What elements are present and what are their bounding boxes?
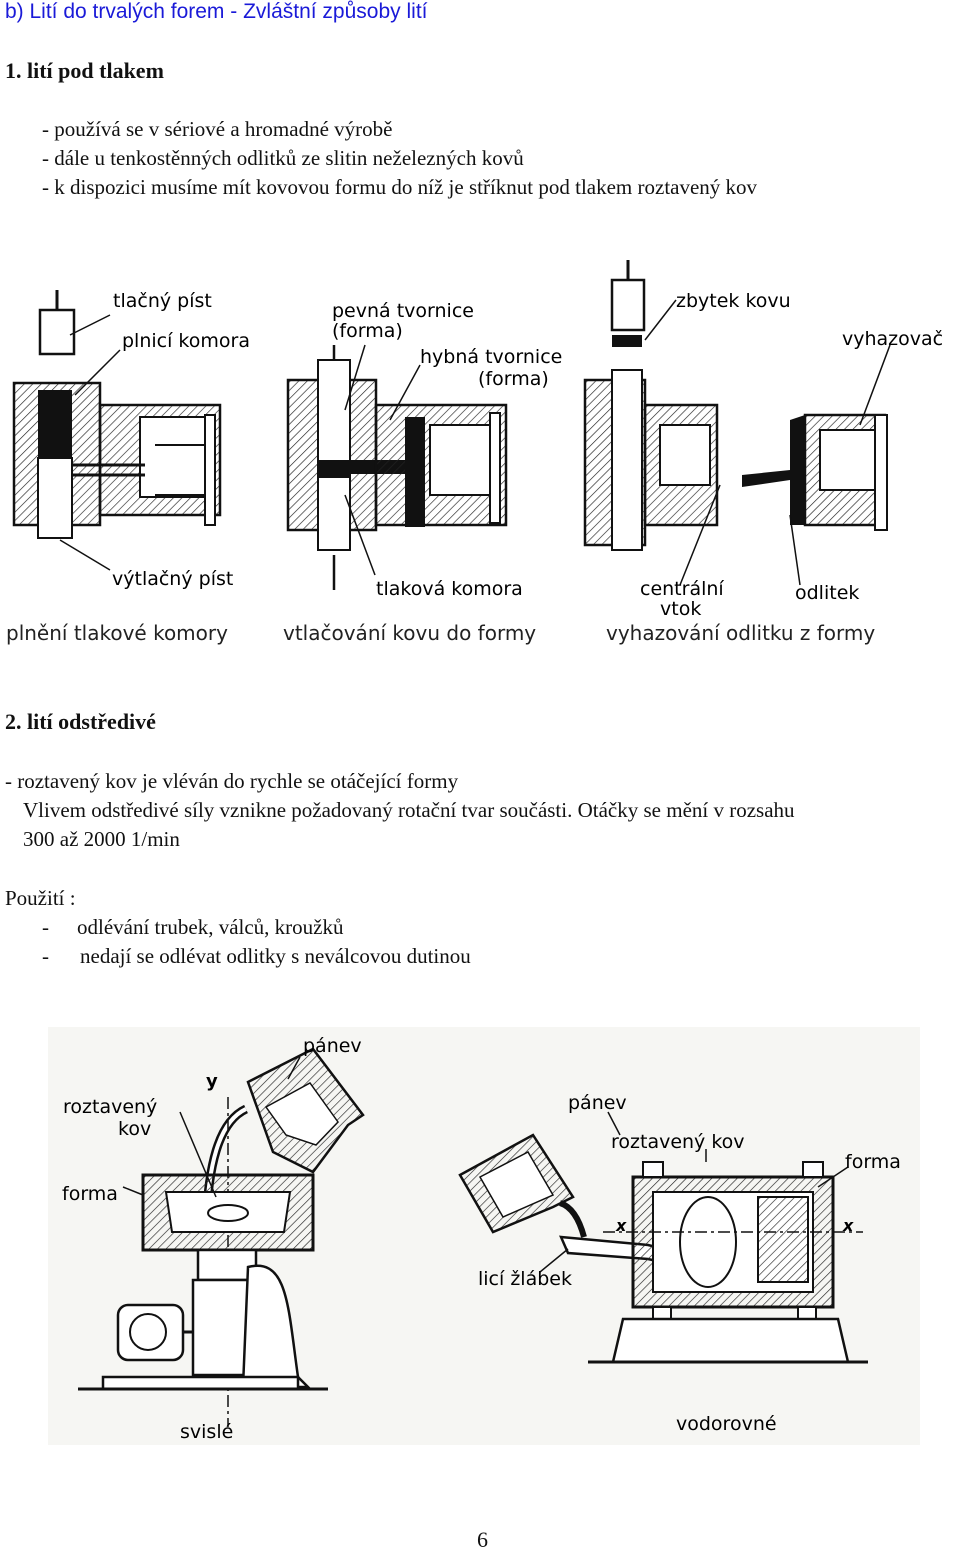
label-kov-left: kov bbox=[118, 1118, 151, 1140]
centrifugal-casting-figure: pánev y roztavený kov forma svislé pánev… bbox=[48, 1027, 920, 1445]
label-pevna-tvornice: pevná tvornice bbox=[332, 300, 474, 322]
label-x-left: x bbox=[615, 1216, 627, 1235]
panel-filling-chamber: tlačný píst plnicí komora výtlačný píst bbox=[12, 290, 250, 590]
label-vyhazovac: vyhazovač bbox=[842, 328, 943, 350]
label-pevna-forma: (forma) bbox=[332, 320, 403, 342]
die-casting-figure: tlačný píst plnicí komora výtlačný píst … bbox=[6, 260, 943, 645]
label-roztaveny-kov-right: roztavený kov bbox=[611, 1131, 745, 1153]
label-x-right: x bbox=[842, 1216, 854, 1235]
vertical-machine: pánev y roztavený kov forma svislé bbox=[62, 1035, 365, 1443]
section-1-bullet-2: - dále u tenkostěnných odlitků ze slitin… bbox=[42, 146, 524, 170]
label-roztaveny-left: roztavený bbox=[63, 1096, 157, 1118]
label-y-axis: y bbox=[206, 1071, 218, 1092]
usage-title: Použití : bbox=[5, 886, 76, 910]
label-tlacny-pist: tlačný píst bbox=[113, 290, 212, 312]
usage-dash-2: - bbox=[42, 944, 49, 968]
caption-vodorovne: vodorovné bbox=[676, 1413, 777, 1435]
usage-item-1: odlévání trubek, válců, kroužků bbox=[77, 915, 344, 939]
label-centralni: centrální bbox=[640, 578, 724, 600]
panel-ejection: zbytek kovu vyhazovač centrální vtok odl… bbox=[583, 260, 943, 620]
caption-panel-1: plnění tlakové komory bbox=[6, 621, 228, 645]
panel-injection: pevná tvornice (forma) hybná tvornice (f… bbox=[286, 300, 562, 600]
usage-dash-1: - bbox=[42, 915, 49, 939]
section-1-title: 1. lití pod tlakem bbox=[5, 58, 164, 83]
label-panev-left: pánev bbox=[303, 1035, 362, 1057]
caption-svisle: svislé bbox=[180, 1421, 233, 1443]
section-2-line-3: 300 až 2000 1/min bbox=[23, 827, 180, 851]
horizontal-machine: pánev roztavený kov forma x x licí žlábe… bbox=[458, 1092, 901, 1435]
caption-panel-2: vtlačování kovu do formy bbox=[283, 621, 536, 645]
label-hybna-forma: (forma) bbox=[478, 368, 549, 390]
label-vytlacny-pist: výtlačný píst bbox=[112, 568, 233, 590]
label-tlakova-komora: tlaková komora bbox=[376, 578, 523, 600]
page-number: 6 bbox=[477, 1527, 488, 1552]
caption-panel-3: vyhazování odlitku z formy bbox=[606, 621, 875, 645]
section-2-line-1: - roztavený kov je vléván do rychle se o… bbox=[5, 769, 459, 793]
section-2-line-2: Vlivem odstředivé síly vznikne požadovan… bbox=[23, 798, 795, 822]
label-lici-zlabek: licí žlábek bbox=[478, 1268, 572, 1290]
section-1-bullet-1: - používá se v sériové a hromadné výrobě bbox=[42, 117, 393, 141]
label-plnici-komora: plnicí komora bbox=[122, 330, 250, 352]
label-forma-left: forma bbox=[62, 1183, 118, 1205]
usage-item-2: nedají se odlévat odlitky s neválcovou d… bbox=[80, 944, 471, 968]
label-zbytek-kovu: zbytek kovu bbox=[676, 290, 791, 312]
section-1-bullet-3: - k dispozici musíme mít kovovou formu d… bbox=[42, 175, 758, 199]
label-forma-right: forma bbox=[845, 1151, 901, 1173]
label-odlitek: odlitek bbox=[795, 582, 859, 604]
label-hybna-tvornice: hybná tvornice bbox=[420, 346, 562, 368]
section-2-title: 2. lití odstředivé bbox=[5, 709, 156, 734]
label-vtok: vtok bbox=[660, 598, 701, 620]
label-panev-right: pánev bbox=[568, 1092, 627, 1114]
section-heading-b: b) Lití do trvalých forem - Zvláštní způ… bbox=[5, 0, 428, 23]
